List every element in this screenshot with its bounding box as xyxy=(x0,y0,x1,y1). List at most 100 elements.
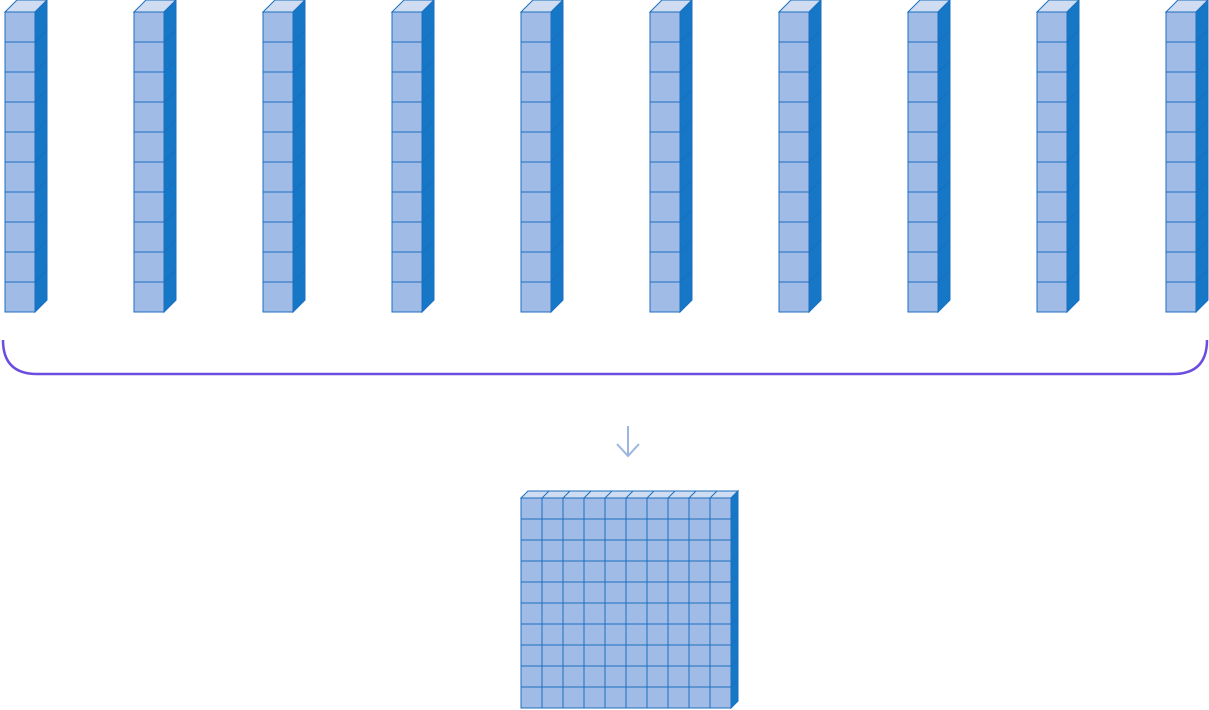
unit-cube xyxy=(646,581,669,604)
rod-side-edge xyxy=(1195,269,1209,283)
unit-cube xyxy=(562,623,585,646)
unit-cube xyxy=(625,497,648,520)
unit-cube xyxy=(262,221,294,253)
unit-cube xyxy=(541,665,564,688)
rod-side-edge xyxy=(1066,119,1080,133)
rod-side-edge xyxy=(34,29,48,43)
rod-side-edge xyxy=(808,209,822,223)
unit-cube xyxy=(907,71,939,103)
rod-side-edge xyxy=(34,269,48,283)
unit-cube xyxy=(4,221,36,253)
unit-cube xyxy=(1036,71,1068,103)
unit-cube xyxy=(667,560,690,583)
unit-cube xyxy=(1165,221,1197,253)
unit-cube xyxy=(520,539,543,562)
unit-cube xyxy=(649,281,681,313)
rod-side-edge xyxy=(34,149,48,163)
rod-side-edge xyxy=(808,179,822,193)
rod-side-edge xyxy=(292,149,306,163)
rod-side-edge xyxy=(550,209,564,223)
unit-cube xyxy=(1165,281,1197,313)
unit-cube xyxy=(778,191,810,223)
unit-cube xyxy=(520,131,552,163)
rod-side-edge xyxy=(292,59,306,73)
rod-side-edge xyxy=(937,89,951,103)
unit-cube xyxy=(709,686,732,709)
rod-side-edge xyxy=(937,269,951,283)
flat-side-edge xyxy=(730,532,739,541)
unit-cube xyxy=(1036,251,1068,283)
unit-cube xyxy=(133,221,165,253)
rod-side-edge xyxy=(421,179,435,193)
unit-cube xyxy=(562,602,585,625)
unit-cube xyxy=(562,665,585,688)
unit-cube xyxy=(667,665,690,688)
unit-cube xyxy=(133,251,165,283)
rod-side-edge xyxy=(1195,239,1209,253)
rod-side-edge xyxy=(808,29,822,43)
unit-cube xyxy=(778,11,810,43)
unit-cube xyxy=(688,644,711,667)
flat-side-edge xyxy=(730,574,739,583)
unit-cube xyxy=(520,251,552,283)
rod-side-edge xyxy=(550,149,564,163)
unit-cube xyxy=(907,11,939,43)
rod-side-edge xyxy=(679,89,693,103)
rod-side-edge xyxy=(292,119,306,133)
unit-cube xyxy=(133,191,165,223)
unit-cube xyxy=(520,71,552,103)
unit-cube xyxy=(583,560,606,583)
unit-cube xyxy=(778,281,810,313)
rod-side-edge xyxy=(1066,269,1080,283)
unit-cube xyxy=(391,71,423,103)
rod-side-edge xyxy=(1066,209,1080,223)
rod-side-edge xyxy=(550,89,564,103)
unit-cube xyxy=(1165,191,1197,223)
unit-cube xyxy=(625,518,648,541)
unit-cube xyxy=(604,497,627,520)
unit-cube xyxy=(688,686,711,709)
rod-side-edge xyxy=(937,239,951,253)
ten-rod xyxy=(1164,0,1209,314)
unit-cube xyxy=(133,161,165,193)
rod-side-edge xyxy=(1066,89,1080,103)
ten-rods-group xyxy=(3,0,1209,314)
unit-cube xyxy=(667,602,690,625)
unit-cube xyxy=(583,686,606,709)
rod-side-edge xyxy=(421,209,435,223)
rod-side-edge xyxy=(163,59,177,73)
unit-cube xyxy=(688,497,711,520)
unit-cube xyxy=(1165,71,1197,103)
unit-cube xyxy=(649,131,681,163)
hundred-flat xyxy=(519,489,740,710)
unit-cube xyxy=(709,518,732,541)
rod-side-edge xyxy=(937,209,951,223)
rod-side-edge xyxy=(550,239,564,253)
unit-cube xyxy=(520,191,552,223)
unit-cube xyxy=(391,41,423,73)
ten-rod xyxy=(132,0,177,314)
unit-cube xyxy=(604,602,627,625)
unit-cube xyxy=(604,644,627,667)
unit-cube xyxy=(625,581,648,604)
unit-cube xyxy=(1036,41,1068,73)
rod-side-edge xyxy=(421,59,435,73)
unit-cube xyxy=(667,581,690,604)
unit-cube xyxy=(625,665,648,688)
unit-cube xyxy=(583,539,606,562)
unit-cube xyxy=(520,623,543,646)
rod-side-edge xyxy=(937,29,951,43)
unit-cube xyxy=(907,281,939,313)
unit-cube xyxy=(649,161,681,193)
flat-top-edge xyxy=(604,490,613,499)
unit-cube xyxy=(646,518,669,541)
unit-cube xyxy=(391,251,423,283)
rod-side-edge xyxy=(679,239,693,253)
unit-cube xyxy=(4,281,36,313)
flat-side-edge xyxy=(730,679,739,688)
unit-cube xyxy=(391,281,423,313)
unit-cube xyxy=(520,11,552,43)
unit-cube xyxy=(520,281,552,313)
unit-cube xyxy=(4,191,36,223)
